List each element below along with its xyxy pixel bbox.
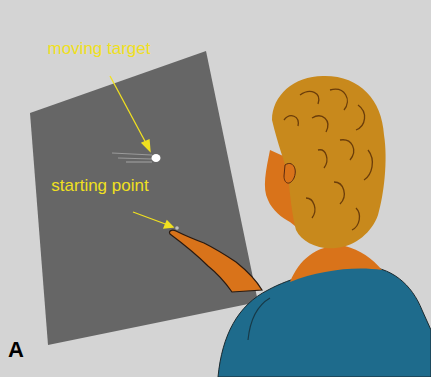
neck — [290, 246, 382, 282]
pointing-hand — [169, 230, 262, 292]
start-label: starting point — [48, 176, 152, 195]
hair — [272, 76, 386, 248]
panel-letter: A — [8, 340, 38, 359]
touch-screen — [30, 51, 258, 345]
target-label: moving target — [44, 39, 154, 58]
shirt-fold — [248, 298, 270, 340]
ear — [284, 163, 295, 183]
starting-point — [175, 226, 179, 230]
pointer-arrows — [110, 76, 173, 228]
hair-curls — [284, 89, 372, 230]
moving-target — [152, 154, 161, 162]
motion-streaks — [112, 153, 152, 162]
